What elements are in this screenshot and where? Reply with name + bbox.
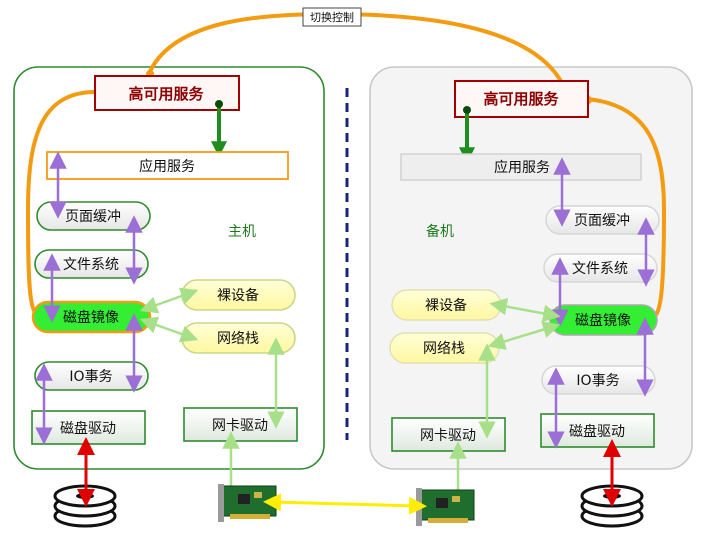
standby-ha-service-box: [454, 80, 589, 118]
switch-control-label: 切换控制: [310, 10, 354, 24]
primary-disk-driver-label: 磁盘驱动: [60, 420, 116, 437]
standby-io-service: [541, 365, 656, 395]
standby-network-card-icon: [416, 488, 475, 526]
nic-link-arrow: [263, 493, 427, 515]
primary-disk-mirror-label: 磁盘镜像: [63, 309, 119, 326]
standby-disk-mirror-label: 磁盘镜像: [575, 312, 631, 329]
primary-network-card-icon: [218, 484, 277, 522]
primary-host-label: 主机: [228, 224, 256, 240]
standby-nic-driver-label: 网卡驱动: [420, 428, 476, 444]
primary-ha-app-arrow-dot: [215, 100, 223, 108]
primary-app-service-label: 应用服务: [139, 158, 195, 175]
standby-arrow-net-mirror: [487, 321, 561, 350]
primary-arrow-mirror-bare: [139, 287, 199, 314]
standby-file-system: [543, 253, 658, 283]
standby-ha-service-label: 高可用服务: [483, 90, 559, 108]
standby-disk-driver-label: 磁盘驱动: [569, 423, 625, 440]
standby-ha-app-arrow-dot: [463, 106, 471, 114]
standby-arrow-bare-mirror: [489, 297, 561, 323]
standby-file-system-label: 文件系统: [572, 261, 628, 277]
standby-app-service-box: [400, 153, 642, 181]
primary-arrow-mirror-net: [139, 316, 199, 343]
primary-page-cache-label: 页面缓冲: [65, 209, 121, 225]
standby-ha-mirror-curve: [586, 97, 667, 320]
primary-io-service-label: IO事务: [69, 369, 112, 385]
primary-file-system-label: 文件系统: [63, 257, 119, 273]
standby-host-label: 备机: [426, 223, 454, 240]
primary-ha-service-label: 高可用服务: [128, 85, 204, 103]
standby-net-stack-label: 网络栈: [423, 341, 465, 357]
primary-nic-driver-label: 网卡驱动: [212, 418, 268, 434]
standby-app-service-label: 应用服务: [494, 159, 550, 176]
primary-bare-device-label: 裸设备: [217, 287, 259, 304]
standby-page-cache-label: 页面缓冲: [574, 213, 630, 229]
primary-io-service: [34, 361, 149, 391]
primary-ha-service-box: [94, 75, 240, 111]
switch-control-box: [302, 7, 362, 27]
standby-bare-device-label: 裸设备: [425, 297, 467, 314]
standby-io-service-label: IO事务: [576, 373, 619, 389]
primary-file-system: [34, 249, 149, 279]
primary-app-service-box: [46, 151, 289, 180]
standby-page-cache: [545, 205, 660, 235]
primary-net-stack-label: 网络栈: [217, 331, 259, 347]
primary-disk-icon: [53, 484, 117, 528]
